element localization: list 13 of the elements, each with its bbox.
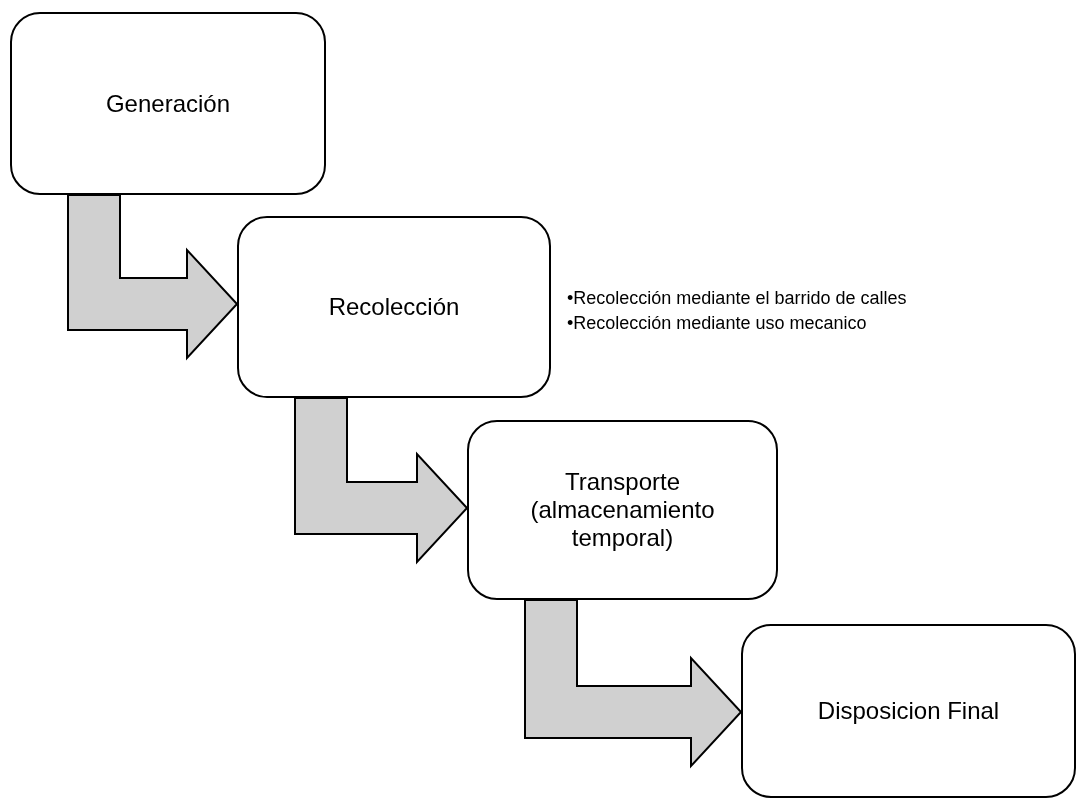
block-arrow — [294, 397, 469, 565]
process-box — [10, 12, 326, 195]
box-label: Disposicion Final — [817, 697, 1000, 725]
box-label: Transporte (almacenamiento temporal) — [529, 468, 716, 552]
box-label: Generación — [105, 89, 231, 118]
process-box — [237, 216, 551, 398]
bullet-item: •Recolección mediante uso mecanico — [567, 312, 868, 335]
bullet-item: •Recolección mediante el barrido de calles — [567, 287, 907, 310]
box-label: Recolección — [328, 293, 460, 321]
process-box — [741, 624, 1076, 798]
block-arrow — [524, 599, 743, 769]
block-arrow — [67, 194, 239, 361]
process-box — [467, 420, 778, 600]
